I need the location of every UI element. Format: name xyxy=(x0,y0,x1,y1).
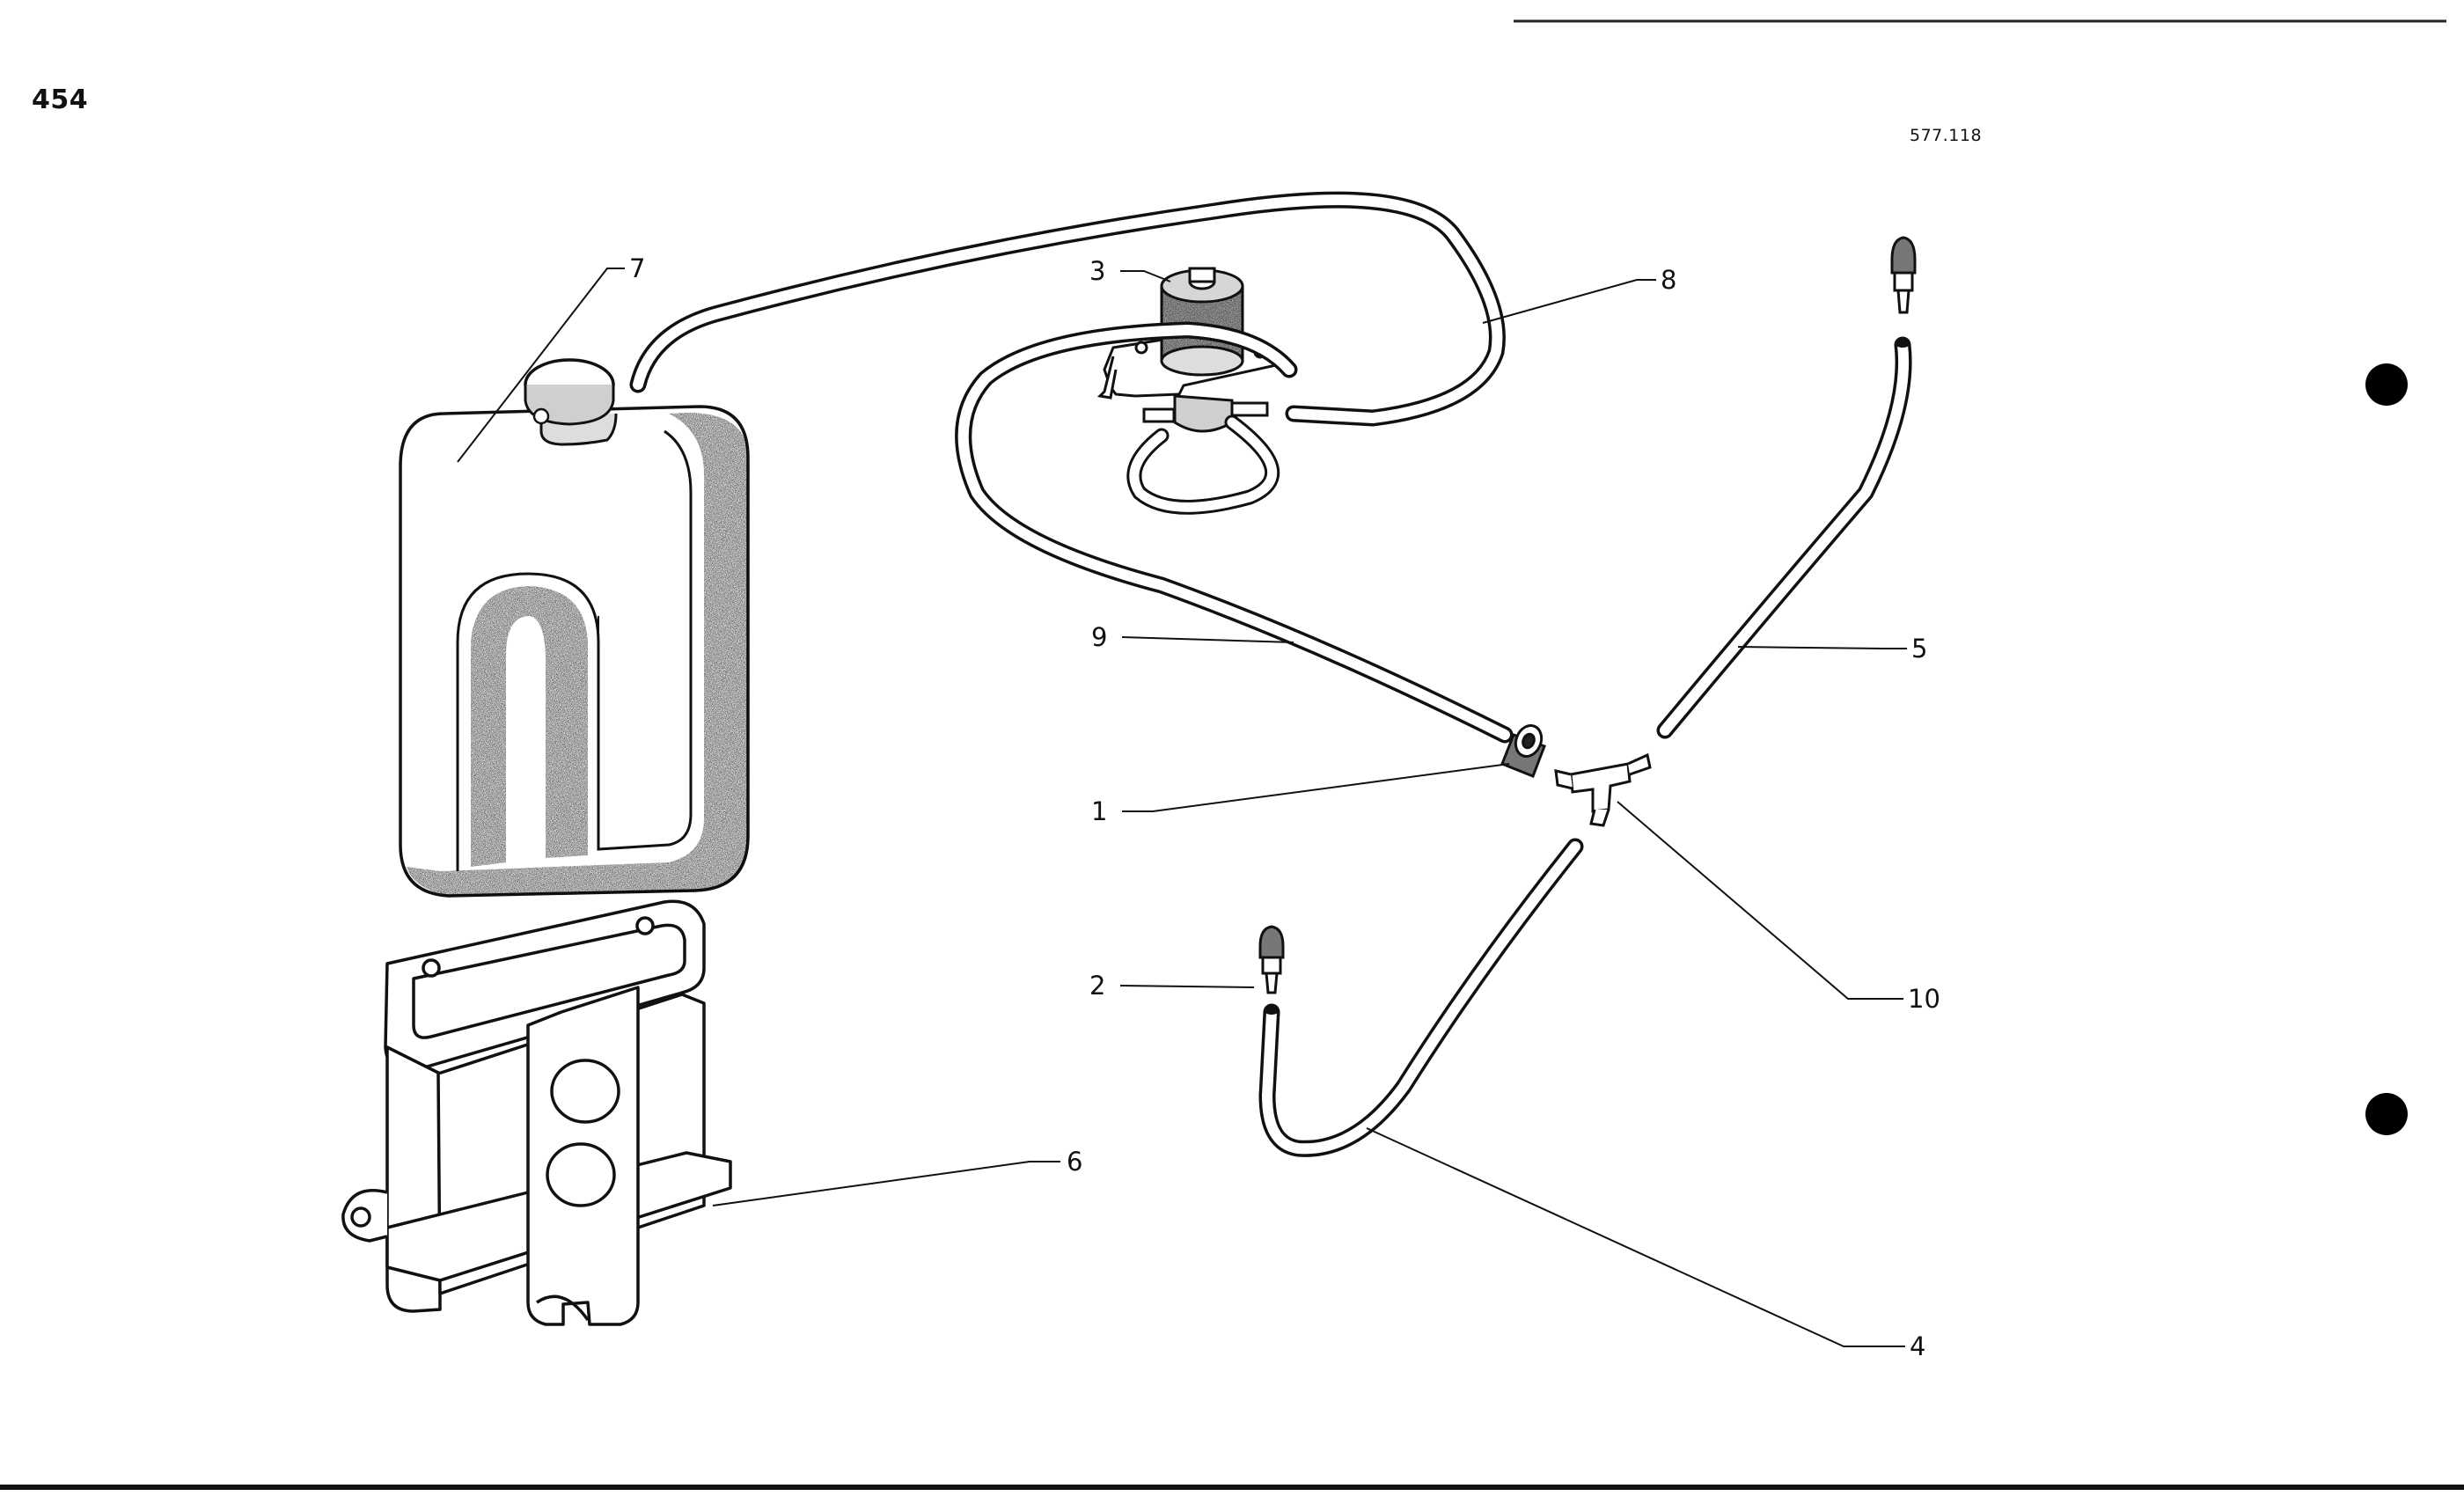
leader-3 xyxy=(1120,270,1171,282)
part-2-jet-upper xyxy=(1890,236,1917,314)
part-10-t-piece xyxy=(1554,752,1652,827)
hose-8-fill xyxy=(633,194,1503,424)
callout-label-1: 1 xyxy=(1091,796,1108,826)
bracket-mount-hole xyxy=(422,958,441,978)
pump-head xyxy=(1173,394,1234,433)
punch-hole-dot xyxy=(2365,1093,2408,1135)
punch-hole-dot xyxy=(2365,363,2408,406)
leader-6 xyxy=(712,1161,1060,1206)
callout-label-7: 7 xyxy=(629,253,646,283)
bracket-mount-hole xyxy=(635,916,655,935)
leader-5 xyxy=(1737,646,1907,649)
callout-label-9: 9 xyxy=(1091,622,1108,652)
pump-motor-base xyxy=(1160,345,1244,377)
hose-5-end xyxy=(1895,339,1910,348)
leader-7 xyxy=(457,268,625,463)
leader-2 xyxy=(1119,985,1255,988)
callout-label-5: 5 xyxy=(1911,634,1928,664)
callout-label-6: 6 xyxy=(1067,1147,1083,1177)
pump-terminal-post xyxy=(1188,267,1216,283)
part-6-bracket xyxy=(341,899,732,1326)
part-8-hose xyxy=(629,191,1506,427)
bracket-strap-curl xyxy=(536,1294,590,1322)
leader-8 xyxy=(1482,279,1656,324)
pump-screw-icon xyxy=(1134,341,1148,355)
jet-barb xyxy=(1265,972,1279,994)
hose-9-outline xyxy=(955,321,1514,744)
reservoir-vent-nipple xyxy=(532,407,550,425)
connector-bore-hole xyxy=(1522,732,1536,750)
pump-bracket-foot xyxy=(1096,356,1118,400)
callout-label-4: 4 xyxy=(1910,1331,1926,1361)
part-2-jet-lower xyxy=(1258,925,1285,994)
jet-head-icon xyxy=(1890,236,1917,275)
part-5-hose xyxy=(1656,336,1912,739)
pump-outlet-nipple xyxy=(1230,401,1269,417)
part-1-connector xyxy=(1500,724,1546,778)
hose-5-outline xyxy=(1656,336,1912,739)
hose-5-fill xyxy=(1660,340,1910,736)
reservoir-shading xyxy=(407,413,748,897)
jet-collar xyxy=(1893,271,1914,292)
pump-loop-hose xyxy=(1126,414,1280,515)
figure-reference-code: 577.118 xyxy=(1910,126,1983,145)
bracket-rim-opening xyxy=(412,923,686,1039)
part-7-reservoir xyxy=(399,358,750,898)
hose-4-fill xyxy=(1261,841,1580,1155)
callout-label-8: 8 xyxy=(1661,265,1677,295)
bracket-strap-hole xyxy=(550,1059,620,1124)
hose-9-fill xyxy=(957,324,1510,740)
jet-barb xyxy=(1896,289,1910,314)
t-piece-arm xyxy=(1554,769,1573,790)
hose-4-outline xyxy=(1258,838,1584,1157)
jet-collar xyxy=(1261,956,1282,975)
bracket-strap-hole xyxy=(546,1142,616,1207)
pump-loop-hose-fill xyxy=(1129,417,1278,512)
callout-leaders xyxy=(457,268,1907,1347)
callout-label-10: 10 xyxy=(1908,984,1940,1014)
pump-inlet-nipple xyxy=(1142,407,1176,423)
part-4-hose xyxy=(1258,838,1584,1157)
t-piece-arm xyxy=(1627,752,1652,776)
part-9-hose xyxy=(955,321,1514,744)
callout-label-2: 2 xyxy=(1089,971,1106,1001)
bracket-tab-hole xyxy=(350,1206,371,1228)
leader-10 xyxy=(1617,801,1903,1000)
hose-4-end xyxy=(1264,1006,1280,1015)
jet-head-icon xyxy=(1258,925,1285,959)
leader-4 xyxy=(1366,1127,1905,1347)
page-number: 454 xyxy=(32,84,89,115)
leader-9 xyxy=(1121,636,1294,643)
reservoir-channel-shading xyxy=(471,586,588,867)
leader-1 xyxy=(1122,763,1510,812)
callout-label-3: 3 xyxy=(1089,256,1106,286)
t-piece-arm xyxy=(1589,809,1610,827)
